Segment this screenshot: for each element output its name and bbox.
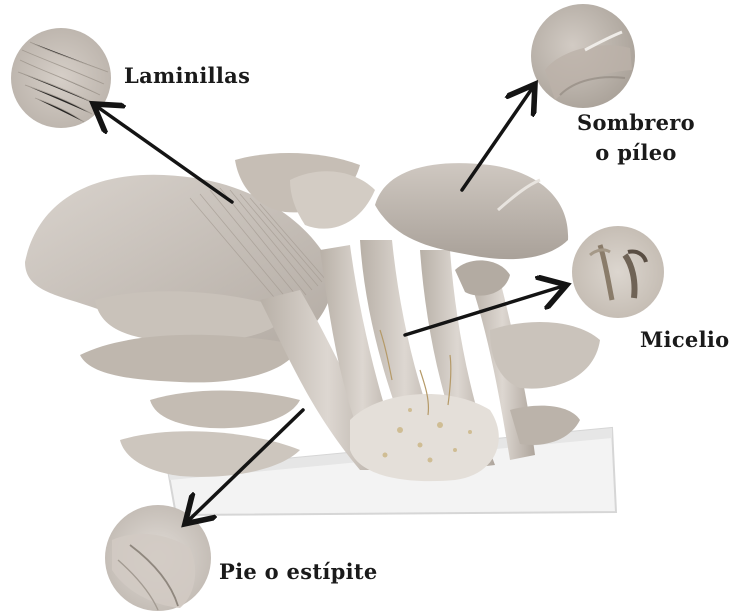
zoom-circle-laminillas (11, 28, 111, 128)
label-sombrero-line2: o píleo (566, 138, 706, 168)
mycelium-base (350, 394, 499, 481)
label-pie-o-estipite: Pie o estípite (219, 557, 378, 587)
label-micelio: Micelio (640, 325, 729, 355)
zoom-circle-micelio (572, 226, 664, 318)
zoom-circle-sombrero (531, 4, 635, 108)
label-laminillas: Laminillas (124, 61, 250, 91)
label-sombrero: Sombrero o píleo (566, 108, 706, 168)
label-sombrero-line1: Sombrero (566, 108, 706, 138)
zoom-circle-pie (105, 505, 211, 611)
oyster-mushroom-cluster (25, 153, 600, 481)
